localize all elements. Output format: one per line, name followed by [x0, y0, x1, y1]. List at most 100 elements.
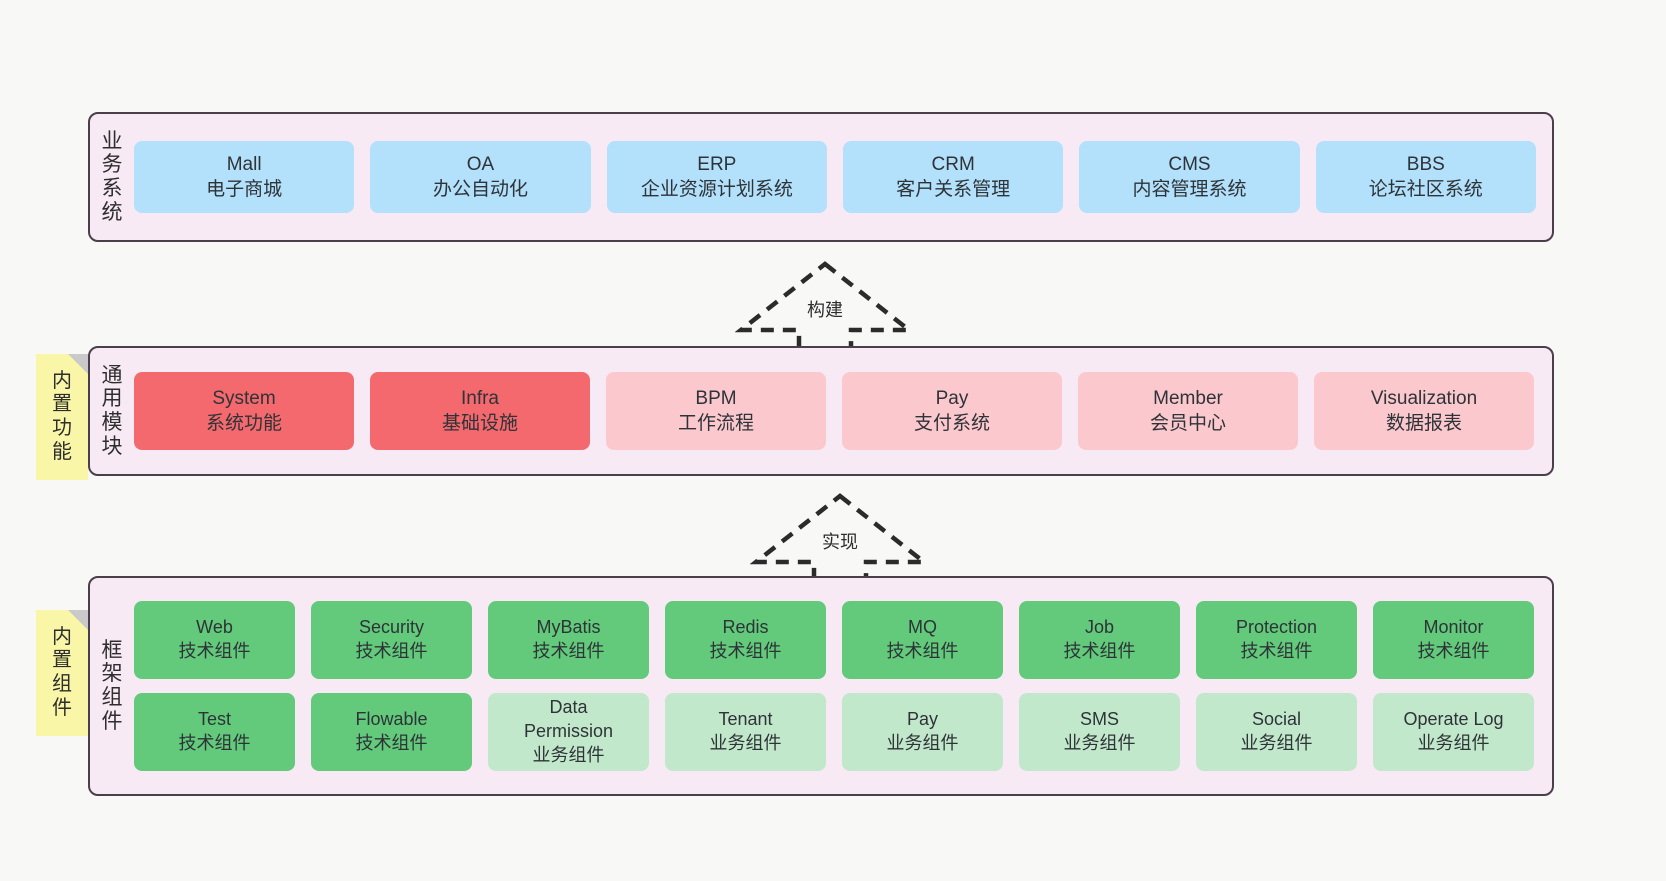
card-crm[interactable]: CRM 客户关系管理: [842, 141, 1064, 213]
card-subtitle: 技术组件: [355, 733, 428, 753]
card-visualization[interactable]: Visualization 数据报表: [1314, 372, 1534, 450]
connector-build: 构建: [735, 258, 915, 358]
card-title: MyBatis: [536, 617, 601, 638]
card-title: Monitor: [1423, 617, 1484, 638]
card-subtitle: 基础设施: [441, 413, 518, 434]
note-label-char: 件: [52, 696, 72, 719]
note-label-char: 内: [52, 369, 72, 392]
connector-label: 实现: [822, 532, 858, 552]
card-subtitle: 技术组件: [886, 641, 959, 661]
card-title: Protection: [1235, 617, 1318, 638]
card-mybatis[interactable]: MyBatis 技术组件: [488, 601, 649, 679]
layer-label-framework-components: 框 架 组 件: [90, 578, 134, 794]
card-subtitle: 业务组件: [1417, 733, 1490, 753]
layer-label-common-modules: 通 用 模 块: [90, 348, 134, 474]
card-web[interactable]: Web 技术组件: [134, 601, 295, 679]
note-label-char: 组: [52, 673, 72, 695]
card-subtitle: 业务组件: [1063, 733, 1136, 753]
card-flowable[interactable]: Flowable 技术组件: [311, 693, 472, 771]
card-erp[interactable]: ERP 企业资源计划系统: [606, 141, 827, 213]
card-pay-component[interactable]: Pay 业务组件: [842, 693, 1003, 771]
card-pay-module[interactable]: Pay 支付系统: [842, 372, 1062, 450]
card-subtitle: 论坛社区系统: [1368, 179, 1483, 200]
note-label-char: 能: [52, 440, 72, 463]
card-subtitle: 业务组件: [709, 733, 782, 753]
layer-business-systems: 业 务 系 统 Mall 电子商城 OA 办公自动化 ERP 企业资源计划系统: [88, 112, 1554, 242]
card-system[interactable]: System 系统功能: [134, 372, 354, 450]
card-subtitle: 技术组件: [532, 641, 605, 661]
layer-label-char: 业: [101, 129, 123, 153]
card-bpm[interactable]: BPM 工作流程: [606, 372, 826, 450]
card-row: Test 技术组件 Flowable 技术组件 Data Permission …: [134, 693, 1534, 771]
card-protection[interactable]: Protection 技术组件: [1196, 601, 1357, 679]
note-builtin-functions: 内 置 功 能: [36, 354, 88, 480]
layer-label-char: 务: [101, 153, 123, 177]
card-subtitle: 工作流程: [677, 413, 754, 434]
connector-label: 构建: [807, 300, 843, 320]
card-social[interactable]: Social 业务组件: [1196, 693, 1357, 771]
dashed-hollow-arrow-up-icon: [735, 261, 915, 355]
card-subtitle: 内容管理系统: [1132, 179, 1247, 200]
card-title: Security: [358, 617, 425, 638]
card-tenant[interactable]: Tenant 业务组件: [665, 693, 826, 771]
note-builtin-components: 内 置 组 件: [36, 610, 88, 736]
card-title: Data Permission: [523, 697, 614, 742]
layer-label-char: 组: [101, 686, 123, 709]
layer-label-char: 块: [101, 434, 123, 458]
card-infra[interactable]: Infra 基础设施: [370, 372, 590, 450]
card-sms[interactable]: SMS 业务组件: [1019, 693, 1180, 771]
card-subtitle: 电子商城: [206, 179, 283, 200]
card-member[interactable]: Member 会员中心: [1078, 372, 1298, 450]
card-subtitle: 技术组件: [1063, 641, 1136, 661]
card-operate-log[interactable]: Operate Log 业务组件: [1373, 693, 1534, 771]
card-row: Web 技术组件 Security 技术组件 MyBatis 技术组件 Redi…: [134, 601, 1534, 679]
card-redis[interactable]: Redis 技术组件: [665, 601, 826, 679]
layer-label-char: 通: [101, 363, 123, 387]
layer-label-char: 统: [101, 200, 123, 224]
card-subtitle: 系统功能: [205, 413, 282, 434]
layer-framework-components: 框 架 组 件 Web 技术组件 Security 技术组件 MyBatis 技…: [88, 576, 1554, 796]
layer-label-char: 件: [101, 709, 123, 733]
card-title: Mall: [226, 153, 262, 175]
layer-label-business-systems: 业 务 系 统: [90, 114, 134, 240]
card-cms[interactable]: CMS 内容管理系统: [1079, 141, 1300, 213]
card-subtitle: 办公自动化: [432, 179, 528, 200]
card-title: Member: [1153, 387, 1223, 409]
layer-body-common-modules: System 系统功能 Infra 基础设施 BPM 工作流程 Pay 支付系统…: [134, 348, 1552, 474]
note-fold-corner-icon: [68, 354, 88, 374]
card-mq[interactable]: MQ 技术组件: [842, 601, 1003, 679]
card-title: Pay: [935, 387, 969, 409]
card-mall[interactable]: Mall 电子商城: [134, 141, 355, 213]
card-subtitle: 技术组件: [709, 641, 782, 661]
card-title: SMS: [1079, 709, 1119, 730]
card-bbs[interactable]: BBS 论坛社区系统: [1315, 141, 1536, 213]
card-subtitle: 支付系统: [913, 413, 990, 434]
card-oa[interactable]: OA 办公自动化: [370, 141, 591, 213]
card-security[interactable]: Security 技术组件: [311, 601, 472, 679]
dashed-hollow-arrow-up-icon: [750, 493, 930, 587]
connector-implement: 实现: [750, 490, 930, 590]
card-subtitle: 技术组件: [178, 641, 251, 661]
note-fold-corner-icon: [68, 610, 88, 630]
card-subtitle: 技术组件: [1240, 641, 1313, 661]
card-test[interactable]: Test 技术组件: [134, 693, 295, 771]
card-title: Operate Log: [1403, 709, 1504, 730]
card-monitor[interactable]: Monitor 技术组件: [1373, 601, 1534, 679]
card-title: CRM: [931, 153, 975, 175]
note-label-char: 功: [52, 417, 72, 439]
card-row: Mall 电子商城 OA 办公自动化 ERP 企业资源计划系统 CRM 客户关系…: [134, 141, 1536, 213]
card-title: Flowable: [355, 709, 428, 730]
layer-body-framework-components: Web 技术组件 Security 技术组件 MyBatis 技术组件 Redi…: [134, 578, 1552, 794]
card-job[interactable]: Job 技术组件: [1019, 601, 1180, 679]
note-label-char: 内: [52, 625, 72, 648]
layer-label-char: 系: [101, 177, 123, 200]
layer-label-char: 架: [101, 662, 123, 686]
card-subtitle: 业务组件: [886, 733, 959, 753]
card-title: Test: [197, 709, 231, 730]
card-title: Tenant: [718, 709, 773, 730]
card-subtitle: 业务组件: [532, 744, 605, 765]
note-label-char: 置: [52, 649, 72, 672]
card-subtitle: 数据报表: [1385, 413, 1462, 434]
card-data-permission[interactable]: Data Permission 业务组件: [488, 693, 649, 771]
